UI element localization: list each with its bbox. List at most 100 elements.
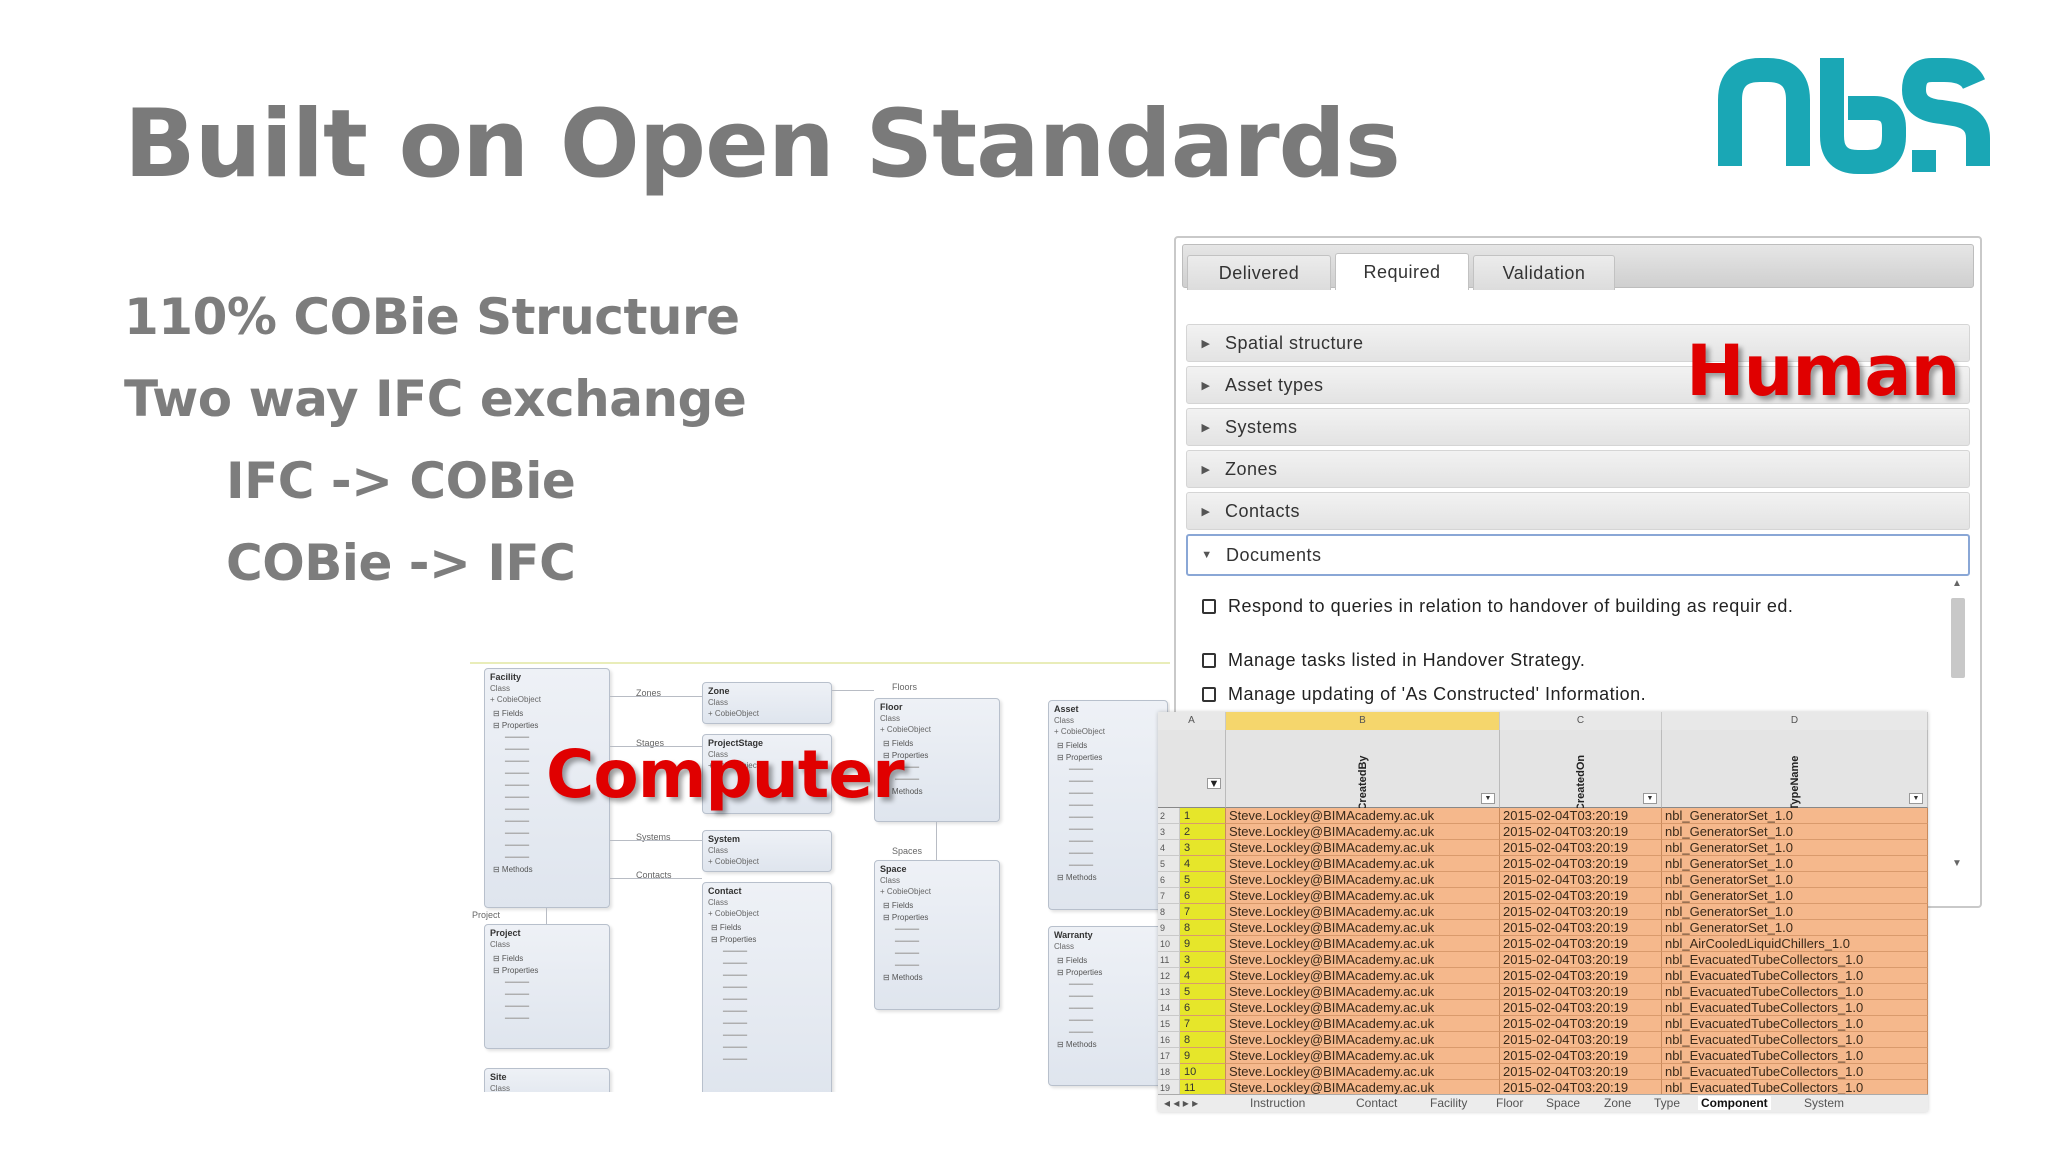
cell-typename[interactable]: nbl_GeneratorSet_1.0 (1662, 856, 1928, 872)
row-number[interactable]: 2 (1158, 808, 1180, 824)
row-number[interactable]: 15 (1158, 1016, 1180, 1032)
cell-createdon[interactable]: 2015-02-04T03:20:19 (1500, 1032, 1662, 1048)
column-header-a[interactable]: A (1158, 712, 1226, 730)
row-number[interactable]: 11 (1158, 952, 1180, 968)
section-systems[interactable]: ▶Systems (1186, 408, 1970, 446)
sheet-nav-icon[interactable]: ◂ ◂ ▸ ▸ (1164, 1096, 1199, 1110)
cell-id[interactable]: 6 (1180, 1000, 1226, 1016)
cell-createdon[interactable]: 2015-02-04T03:20:19 (1500, 1048, 1662, 1064)
column-header-b[interactable]: B (1226, 712, 1500, 730)
cell-id[interactable]: 4 (1180, 968, 1226, 984)
cell-createdon[interactable]: 2015-02-04T03:20:19 (1500, 824, 1662, 840)
cell-createdon[interactable]: 2015-02-04T03:20:19 (1500, 840, 1662, 856)
cell-typename[interactable]: nbl_EvacuatedTubeCollectors_1.0 (1662, 968, 1928, 984)
cell-typename[interactable]: nbl_GeneratorSet_1.0 (1662, 808, 1928, 824)
cell-typename[interactable]: nbl_EvacuatedTubeCollectors_1.0 (1662, 1064, 1928, 1080)
cell-id[interactable]: 9 (1180, 1048, 1226, 1064)
filter-dropdown-icon[interactable]: ▼ (1643, 793, 1657, 804)
cell-createdon[interactable]: 2015-02-04T03:20:19 (1500, 904, 1662, 920)
scrollbar[interactable]: ▲ ▼ (1948, 578, 1968, 878)
section-spatial-structure[interactable]: ▶Spatial structure (1186, 324, 1970, 362)
cell-id[interactable]: 7 (1180, 904, 1226, 920)
cell-createdon[interactable]: 2015-02-04T03:20:19 (1500, 1080, 1662, 1096)
row-number[interactable]: 18 (1158, 1064, 1180, 1080)
row-number[interactable]: 7 (1158, 888, 1180, 904)
sheet-tab-contact[interactable]: Contact (1356, 1096, 1398, 1110)
cell-typename[interactable]: nbl_GeneratorSet_1.0 (1662, 904, 1928, 920)
row-number[interactable]: 9 (1158, 920, 1180, 936)
row-number[interactable]: 16 (1158, 1032, 1180, 1048)
row-number[interactable]: 12 (1158, 968, 1180, 984)
cell-createdon[interactable]: 2015-02-04T03:20:19 (1500, 1016, 1662, 1032)
sheet-tab-instruction[interactable]: Instruction (1250, 1096, 1306, 1110)
row-number[interactable]: 13 (1158, 984, 1180, 1000)
cell-id[interactable]: 2 (1180, 824, 1226, 840)
cell-createdby[interactable]: Steve.Lockley@BIMAcademy.ac.uk (1226, 952, 1500, 968)
cell-createdby[interactable]: Steve.Lockley@BIMAcademy.ac.uk (1226, 968, 1500, 984)
cell-createdon[interactable]: 2015-02-04T03:20:19 (1500, 808, 1662, 824)
row-number[interactable]: 14 (1158, 1000, 1180, 1016)
tab-delivered[interactable]: Delivered (1187, 255, 1331, 290)
row-number[interactable]: 3 (1158, 824, 1180, 840)
cell-typename[interactable]: nbl_GeneratorSet_1.0 (1662, 920, 1928, 936)
sheet-tab-zone[interactable]: Zone (1604, 1096, 1632, 1110)
column-header-d[interactable]: D (1662, 712, 1928, 730)
cell-id[interactable]: 7 (1180, 1016, 1226, 1032)
cell-typename[interactable]: nbl_EvacuatedTubeCollectors_1.0 (1662, 1016, 1928, 1032)
cell-createdby[interactable]: Steve.Lockley@BIMAcademy.ac.uk (1226, 872, 1500, 888)
cell-createdon[interactable]: 2015-02-04T03:20:19 (1500, 984, 1662, 1000)
cell-createdon[interactable]: 2015-02-04T03:20:19 (1500, 952, 1662, 968)
cell-typename[interactable]: nbl_GeneratorSet_1.0 (1662, 872, 1928, 888)
tab-validation[interactable]: Validation (1473, 255, 1615, 290)
row-number[interactable]: 17 (1158, 1048, 1180, 1064)
cell-id[interactable]: 8 (1180, 1032, 1226, 1048)
cell-id[interactable]: 3 (1180, 952, 1226, 968)
cell-createdby[interactable]: Steve.Lockley@BIMAcademy.ac.uk (1226, 1048, 1500, 1064)
scroll-down-icon[interactable]: ▼ (1952, 858, 1962, 869)
cell-typename[interactable]: nbl_EvacuatedTubeCollectors_1.0 (1662, 1048, 1928, 1064)
cell-createdon[interactable]: 2015-02-04T03:20:19 (1500, 920, 1662, 936)
cell-createdby[interactable]: Steve.Lockley@BIMAcademy.ac.uk (1226, 808, 1500, 824)
scroll-thumb[interactable] (1951, 598, 1965, 678)
section-documents[interactable]: ▼Documents (1186, 534, 1970, 576)
cell-id[interactable]: 5 (1180, 984, 1226, 1000)
cell-id[interactable]: 8 (1180, 920, 1226, 936)
filter-dropdown-icon[interactable]: ▼ (1909, 793, 1923, 804)
cell-createdon[interactable]: 2015-02-04T03:20:19 (1500, 1000, 1662, 1016)
tab-required[interactable]: Required (1335, 253, 1469, 290)
cell-createdby[interactable]: Steve.Lockley@BIMAcademy.ac.uk (1226, 840, 1500, 856)
cell-id[interactable]: 4 (1180, 856, 1226, 872)
cell-id[interactable]: 9 (1180, 936, 1226, 952)
cell-createdby[interactable]: Steve.Lockley@BIMAcademy.ac.uk (1226, 984, 1500, 1000)
cell-typename[interactable]: nbl_AirCooledLiquidChillers_1.0 (1662, 936, 1928, 952)
cell-createdon[interactable]: 2015-02-04T03:20:19 (1500, 872, 1662, 888)
cell-createdby[interactable]: Steve.Lockley@BIMAcademy.ac.uk (1226, 856, 1500, 872)
cell-id[interactable]: 3 (1180, 840, 1226, 856)
cell-createdby[interactable]: Steve.Lockley@BIMAcademy.ac.uk (1226, 1080, 1500, 1096)
row-number[interactable]: 6 (1158, 872, 1180, 888)
section-asset-types[interactable]: ▶Asset types (1186, 366, 1970, 404)
cell-createdby[interactable]: Steve.Lockley@BIMAcademy.ac.uk (1226, 1064, 1500, 1080)
cell-createdon[interactable]: 2015-02-04T03:20:19 (1500, 1064, 1662, 1080)
cell-createdby[interactable]: Steve.Lockley@BIMAcademy.ac.uk (1226, 904, 1500, 920)
cell-id[interactable]: 1 (1180, 808, 1226, 824)
sheet-tab-component[interactable]: Component (1698, 1096, 1771, 1110)
cell-typename[interactable]: nbl_GeneratorSet_1.0 (1662, 824, 1928, 840)
cell-id[interactable]: 5 (1180, 872, 1226, 888)
cell-typename[interactable]: nbl_EvacuatedTubeCollectors_1.0 (1662, 984, 1928, 1000)
section-contacts[interactable]: ▶Contacts (1186, 492, 1970, 530)
cell-createdby[interactable]: Steve.Lockley@BIMAcademy.ac.uk (1226, 920, 1500, 936)
sheet-tab-type[interactable]: Type (1654, 1096, 1681, 1110)
